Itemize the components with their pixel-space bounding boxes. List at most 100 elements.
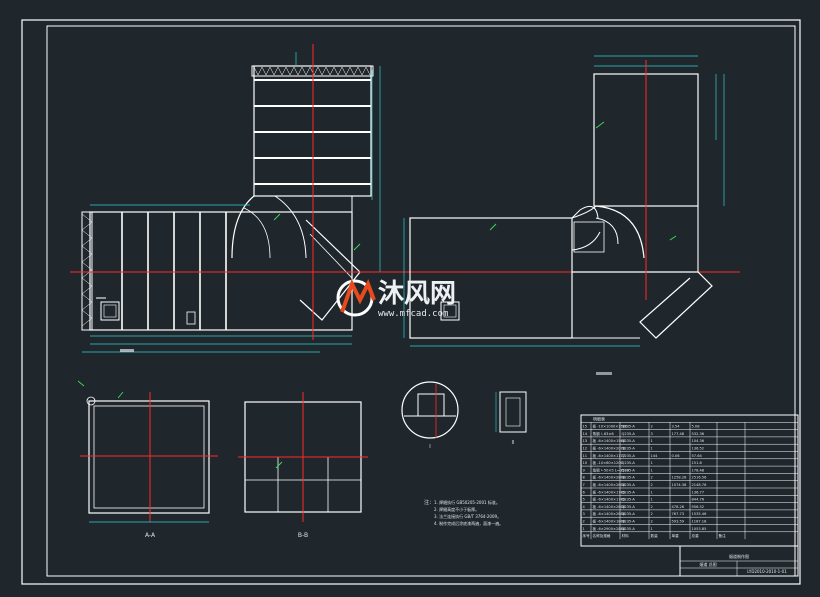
bom-cell: 1 [651,439,653,443]
inner-border [46,25,796,577]
bom-cell: 2 [651,520,653,524]
bom-cell: 14 [583,432,588,436]
diagonal-branch [299,219,361,321]
bom-cell: 151.8 [692,461,703,465]
bom-cell: Q235-A [622,512,636,516]
bom-cell: 板 -6×2900×2880 [593,526,626,531]
bom-cell: 1 [651,527,653,531]
duct-stiffeners [121,212,227,330]
bom-cell: 844.76 [692,498,705,502]
bom-cell: Q235-A [622,454,636,458]
bom-cell: Q235-A [622,447,636,451]
bom-cell: 角钢 ∟50×5 L=3500 [593,467,630,472]
detail-i [401,381,459,439]
bom-cell: 4 [583,505,586,509]
watermark-brand: 沐风网 [378,279,456,309]
bom-cell: 767.73 [672,512,685,516]
access-hatch-1 [100,301,120,321]
section-aa-label: A-A [145,532,156,539]
notes-line-1: 1. 焊缝执行 GB50205-2001 标准。 [434,499,500,505]
elevation-view [81,44,381,353]
bom-cell: 板 -6×1400×1800 [593,519,626,524]
title-block [679,545,799,577]
bom-cell: 板 -6×1400×2800 [593,511,626,516]
bom-header-cell: 序号 [583,533,591,538]
plan-dimensions [403,55,725,347]
stack-top-truss [253,66,371,76]
bom-cell: 11 [583,454,588,458]
bom-cell: 3 [651,432,653,436]
duct-end-flange [81,211,93,331]
bom-header-cell: 总重 [692,533,700,538]
bom-cell: 1 [651,447,653,451]
bom-cell: 5 [583,498,585,502]
bom-cell: 136.77 [692,490,705,494]
bom-cell: Q235-A [622,505,636,509]
leader-marks [77,121,677,469]
bom-cell: 板 -6×1400×1560 [593,438,626,443]
bom-cell: 1187.18 [692,520,708,524]
notes-heading: 注： [424,499,434,506]
section-bb-label: B-B [298,532,308,539]
bom-cell: 57.64 [692,454,703,458]
bom-cell: 6 [583,490,586,494]
bom-cell: 2 [651,483,653,487]
bom-cell: 593.59 [672,520,685,524]
mfcad-logo-icon [336,278,376,317]
bom-cell: 板 -6×1400×2800 [593,475,626,480]
bom-cell: 板 -6×1400×1785 [593,489,626,494]
notes-line-4: 4. 制作完成后涂底漆两遍，面漆一遍。 [434,520,503,526]
bom-cell: 1 [651,468,653,472]
bom-cell: 2 [651,476,653,480]
bom-cell: 1 [651,490,653,494]
bom-cell: Q235-A [622,527,636,531]
bom-cell: 2 [651,512,653,516]
bom-cell: 1 [583,527,585,531]
bom-cell: 104.36 [692,439,705,443]
bom-cell: Q235-A [622,490,636,494]
bom-cell: 0.06 [672,454,681,458]
bom-cell: 2 [651,505,653,509]
bom-cell: 板 -6×1400×2070 [593,446,626,451]
bom-header-cell: 单重 [672,533,680,538]
notes-line-3: 3. 法兰连接执行 GB/T 3764-2009。 [434,513,501,519]
bom-cell: 7 [583,483,585,487]
watermark-url: www.mfcad.com [378,309,448,319]
bom-cell: 15 [583,425,588,429]
detail-ii-label: II [512,440,515,446]
outer-border [21,19,801,585]
horizontal-duct [89,211,353,331]
bom-cell: 178.48 [692,468,705,472]
bom-cell: 10 [583,461,588,465]
bom-cell: 3 [583,512,585,516]
bom-cell: 478.26 [672,505,685,509]
bom-cell: 5.08 [692,425,701,429]
plan-view [403,55,725,347]
bom-cell: Q235-A [622,483,636,487]
plan-elbow-outer [595,205,645,259]
title-block-drawing-no: LYD2010-2010-1-01 [747,569,787,574]
bom-cell: 136.52 [692,447,705,451]
bom-header-cell: 材料 [622,533,630,538]
bom-cell: 1258.28 [672,476,688,480]
elbow-inner-arc [274,195,307,259]
plan-access-hatch [440,301,460,321]
bom-cell: 144 [651,454,659,458]
bom-cell: 532.36 [692,432,705,436]
bom-cell: Q235-A [622,425,636,429]
bom-cell: 1053.85 [692,527,707,531]
bom-cell: 1535.46 [692,512,708,516]
bom-title: 明细表 [593,415,605,421]
bom-cell: 板 -10×60×1200 [593,460,624,465]
bom-header-cell: 名称及规格 [593,533,611,538]
bom-cell: 板 -6×1400×2800 [593,504,626,509]
bom-cell: 3.54 [672,425,681,429]
bom-cell: 1074.38 [672,483,688,487]
bom-cell: 9 [583,468,586,472]
notes-line-2: 2. 焊缝高度不小于板厚。 [434,506,479,512]
bom-cell: 12 [583,447,588,451]
bom-cell: Q235-A [622,461,636,465]
